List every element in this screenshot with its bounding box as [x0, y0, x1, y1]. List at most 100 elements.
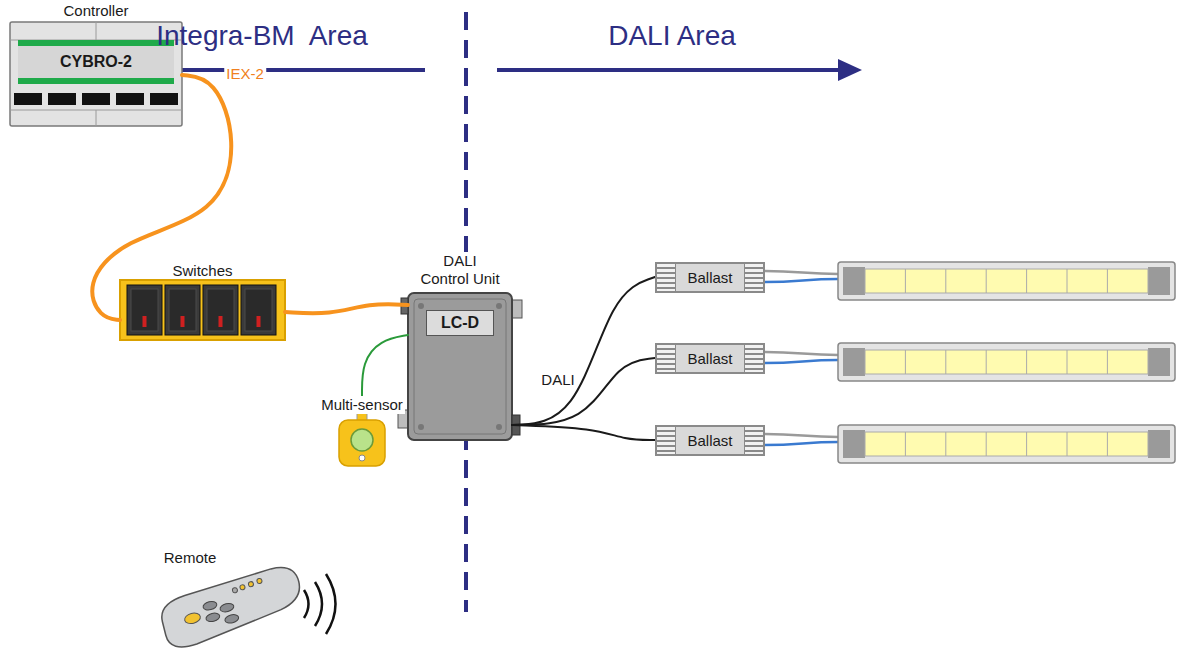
device-area	[319, 414, 405, 464]
cable-label: DALI	[539, 371, 576, 389]
controller-housing-part	[150, 93, 178, 105]
control-unit-housing-part	[418, 424, 424, 430]
multi-sensor-device	[339, 413, 385, 466]
remote-control-part	[248, 581, 254, 587]
cable	[512, 358, 655, 425]
lamp-part	[765, 425, 1175, 463]
lamp-part-part	[1107, 350, 1108, 374]
infrared-waves	[304, 574, 336, 634]
controller-housing-part	[116, 93, 144, 105]
infrared-waves-part	[304, 590, 309, 618]
device-label: Remote	[164, 549, 217, 567]
lamp-part	[765, 262, 1175, 300]
area-title: DALI Area	[608, 20, 736, 52]
lamp-part-part	[1026, 269, 1027, 293]
lamp-part-part	[1026, 350, 1027, 374]
node-label: Ballast	[679, 345, 741, 372]
switch-plate-part	[131, 289, 158, 331]
control-unit-housing-part	[512, 300, 522, 318]
controller-housing-part	[82, 93, 110, 105]
remote-control-part	[205, 612, 221, 623]
control-unit-housing-part	[418, 303, 424, 309]
lamp-part-part	[945, 350, 946, 374]
lamp-part-part	[1067, 269, 1068, 293]
cable-label: IEX-2	[224, 65, 266, 83]
controller-housing-part	[96, 110, 97, 126]
switch-plate-part	[203, 285, 238, 335]
lamp-part-part	[945, 432, 946, 456]
lamp-part-part	[1026, 432, 1027, 456]
multi-sensor-device-part	[351, 429, 373, 451]
switch-plate-part	[207, 289, 234, 331]
node-heading: Multi-sensor	[319, 396, 405, 414]
node-heading: Controller	[10, 2, 182, 20]
cable	[512, 425, 655, 440]
lamp-part-part	[986, 350, 987, 374]
lamp-part	[765, 343, 1175, 381]
multi-sensor: Multi-sensor	[319, 396, 405, 464]
lamp-part-part	[838, 343, 1175, 381]
lamp-part-part	[765, 271, 838, 274]
switch-plate-part	[245, 289, 272, 331]
control-unit-housing-part	[408, 293, 512, 440]
ballast-box: Ballast	[655, 262, 765, 293]
lamp-part-part	[1067, 432, 1068, 456]
remote-control-part	[232, 587, 238, 593]
lamp-part-part	[843, 348, 865, 376]
remote-control-part	[184, 612, 202, 626]
multi-sensor-device-part	[359, 455, 365, 461]
switch-plate-part	[257, 316, 261, 327]
switch-plate-part	[143, 316, 147, 327]
cable	[285, 304, 408, 313]
node-heading: DALI Control Unit	[418, 252, 502, 288]
node-label: LC-D	[426, 310, 494, 336]
lamp-part-part	[1148, 348, 1170, 376]
remote-control-part	[224, 613, 240, 624]
lamp-part-part	[986, 432, 987, 456]
lamp-part-part	[1107, 432, 1108, 456]
lamp-part-part	[905, 269, 906, 293]
lamp-part-part	[765, 360, 838, 363]
lamp-part-part	[905, 350, 906, 374]
lamp-part-part	[905, 432, 906, 456]
node-heading: Switches	[120, 262, 285, 280]
lamp-part-part	[765, 434, 838, 437]
switch-plate-part	[219, 316, 223, 327]
lamp-part-part	[865, 269, 1148, 293]
cable	[362, 335, 408, 396]
switch-plate-part	[169, 289, 196, 331]
lamp-part-part	[1148, 430, 1170, 458]
node-label: Ballast	[679, 427, 741, 454]
infrared-waves-part	[326, 574, 336, 634]
lamp-part-part	[865, 350, 1148, 374]
lamp-part-part	[843, 430, 865, 458]
switch-plate-part	[165, 285, 200, 335]
lamp-part-part	[1067, 350, 1068, 374]
cable	[92, 75, 231, 320]
node-label: Ballast	[679, 264, 741, 291]
switch-plate-part	[127, 285, 162, 335]
lamp-part-part	[765, 279, 838, 282]
ballast-box: Ballast	[655, 343, 765, 374]
lamp-part-part	[1107, 269, 1108, 293]
cable	[512, 277, 655, 425]
remote-control-part	[202, 600, 218, 611]
controller-housing-part	[48, 93, 76, 105]
ballast-box: Ballast	[655, 425, 765, 456]
lamp-part-part	[838, 262, 1175, 300]
device-area	[120, 280, 285, 340]
area-arrow-part	[838, 59, 862, 81]
controller-housing-part	[14, 93, 42, 105]
infrared-waves-part	[315, 582, 322, 626]
remote-control-part	[239, 584, 245, 590]
lamp-part-part	[945, 269, 946, 293]
device-area	[408, 336, 512, 440]
switch-plate-part	[181, 316, 185, 327]
controller-housing-part	[96, 22, 97, 40]
remote-control	[156, 563, 307, 651]
multi-sensor-device-part	[339, 420, 385, 466]
lamp	[765, 262, 1175, 463]
lamp-part-part	[865, 432, 1148, 456]
remote-control-part	[156, 563, 307, 651]
switch-plate	[120, 280, 285, 340]
